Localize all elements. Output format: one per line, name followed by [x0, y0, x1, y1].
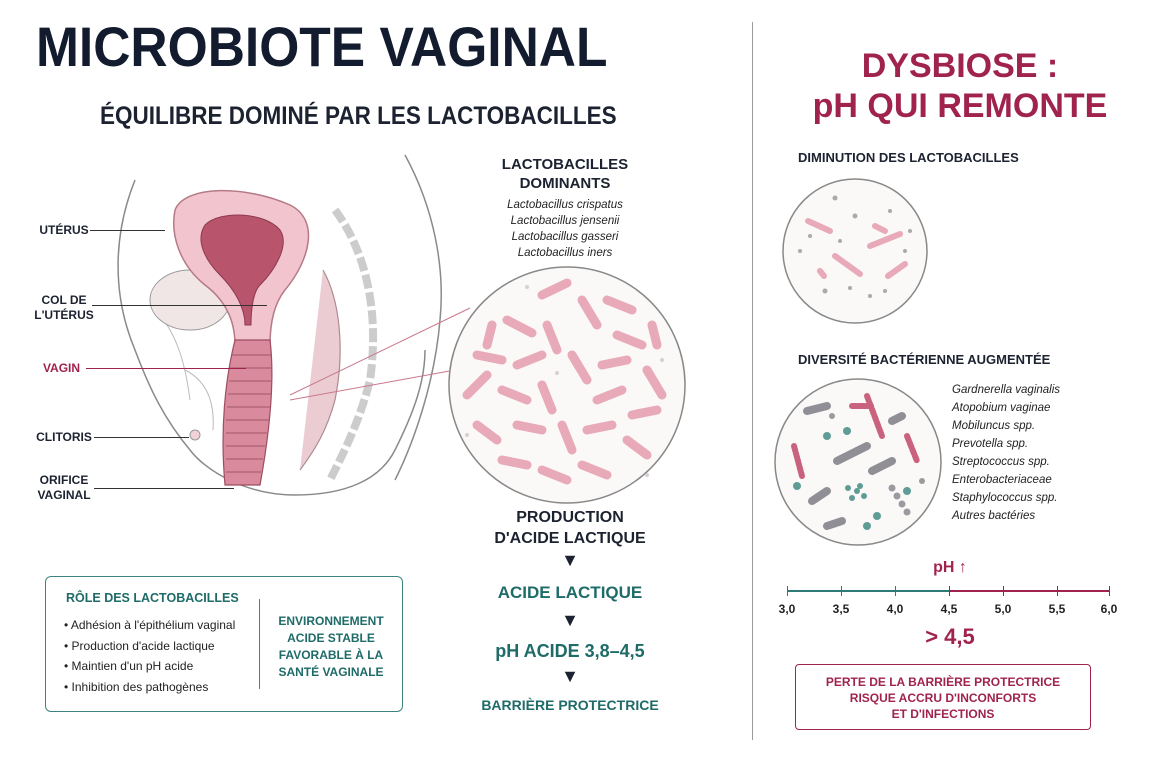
role-list: • Adhésion à l'épithélium vaginal • Prod… [64, 615, 235, 697]
dominant-title-line-1: LACTOBACILLES [501, 156, 629, 173]
ph-scale-high-segment [949, 590, 1110, 592]
section-divider [752, 22, 753, 740]
dysbiosis-species: Staphylococcus spp. [952, 492, 1058, 504]
dominant-title: LACTOBACILLES DOMINANTS [470, 155, 660, 193]
ph-tick [895, 586, 896, 596]
ph-tick-label: 5,0 [994, 602, 1012, 616]
dominant-species-list: Lactobacillus crispatus Lactobacillus je… [470, 197, 660, 261]
role-item: • Inhibition des pathogènes [64, 679, 209, 694]
alert-text: PERTE DE LA BARRIÈRE PROTECTRICE RISQUE … [796, 674, 1090, 722]
dysbiosis-species: Atopobium vaginae [952, 402, 1051, 414]
dysbiosis-species: Autres bactéries [952, 510, 1036, 522]
label-vagina: VAGIN [42, 361, 81, 375]
lactobacilli-microscope-view [448, 266, 686, 504]
ph-up-label: pH ↑ [933, 559, 967, 576]
anatomy-illustration [117, 154, 442, 496]
environment-line: SANTÉ VAGINALE [278, 665, 384, 679]
lactic-acid: ACIDE LACTIQUE [497, 583, 643, 602]
dysbiosis-species: Streptococcus spp. [952, 456, 1050, 468]
ph-scale-acid-segment [787, 590, 949, 592]
role-box: RÔLE DES LACTOBACILLES • Adhésion à l'ép… [45, 576, 403, 712]
ph-tick-label: 4,5 [940, 602, 958, 616]
dysbiosis-species: Enterobacteriaceae [952, 474, 1052, 486]
dominant-species: Lactobacillus iners [517, 247, 613, 259]
arrow-down-icon: ▼ [561, 610, 579, 630]
ph-tick [1057, 586, 1058, 596]
environment-line: ACIDE STABLE [287, 631, 375, 645]
alert-box: PERTE DE LA BARRIÈRE PROTECTRICE RISQUE … [795, 664, 1091, 730]
ph-tick [787, 586, 788, 596]
production-line-2: D'ACIDE LACTIQUE [494, 530, 646, 547]
ph-tick-label: 5,5 [1048, 602, 1066, 616]
role-item: • Production d'acide lactique [64, 638, 215, 653]
leader-orifice [94, 488, 234, 489]
leader-cervix [92, 305, 267, 306]
dysbiosis-title-line-2: pH QUI REMONTE [812, 87, 1108, 125]
production-line-1: PRODUCTION [516, 509, 624, 526]
role-item: • Adhésion à l'épithélium vaginal [64, 618, 236, 632]
dysbiosis-title: DYSBIOSE : pH QUI REMONTE [790, 46, 1130, 126]
label-orifice-1: ORIFICE [39, 473, 89, 487]
environment-line: ENVIRONNEMENT [278, 614, 384, 628]
subtitle: ÉQUILIBRE DOMINÉ PAR LES LACTOBACILLES [100, 102, 617, 130]
ph-tick [1109, 586, 1110, 596]
ph-tick-label: 4,0 [886, 602, 904, 616]
label-cervix-2: L'UTÉRUS [34, 308, 94, 322]
leader-uterus [90, 230, 165, 231]
role-item: • Maintien d'un pH acide [64, 659, 194, 673]
main-title: MICROBIOTE VAGINAL [36, 15, 608, 78]
label-cervix-1: COL DE [41, 293, 87, 307]
alert-line: ET D'INFECTIONS [891, 707, 995, 721]
role-divider [259, 599, 260, 689]
dysbiosis-species: Mobiluncus spp. [952, 420, 1036, 432]
dominant-species: Lactobacillus gasseri [511, 231, 619, 243]
ph-tick-label: 3,5 [832, 602, 850, 616]
dysbiosis-title-line-1: DYSBIOSE : [861, 47, 1059, 85]
acid-ph: pH ACIDE 3,8–4,5 [495, 641, 645, 661]
ph-tick-label: 3,0 [778, 602, 796, 616]
arrow-down-icon: ▼ [561, 666, 579, 686]
leader-clitoris [94, 437, 189, 438]
role-title: RÔLE DES LACTOBACILLES [66, 591, 239, 605]
diversity-heading: DIVERSITÉ BACTÉRIENNE AUGMENTÉE [798, 352, 1051, 367]
ph-tick [1003, 586, 1004, 596]
production-title: PRODUCTION D'ACIDE LACTIQUE [470, 507, 670, 549]
environment-line: FAVORABLE À LA [278, 648, 384, 662]
decrease-heading: DIMINUTION DES LACTOBACILLES [798, 150, 1019, 165]
arrow-down-icon: ▼ [561, 550, 579, 570]
dysbiosis-microscope-view [774, 378, 942, 546]
dominant-species: Lactobacillus jensenii [510, 215, 620, 227]
zoom-connector [289, 307, 471, 401]
dysbiosis-species: Gardnerella vaginalis [952, 384, 1061, 396]
dominant-title-line-2: DOMINANTS [519, 175, 611, 192]
label-uterus: UTÉRUS [39, 223, 89, 237]
decreased-lactobacilli-view [782, 178, 928, 324]
label-orifice-2: VAGINAL [37, 488, 91, 502]
ph-tick-label: 6,0 [1100, 602, 1118, 616]
dysbiosis-species-list: Gardnerella vaginalis Atopobium vaginae … [952, 381, 1132, 525]
ph-tick [841, 586, 842, 596]
alert-line: RISQUE ACCRU D'INCONFORTS [849, 691, 1037, 705]
ph-tick [949, 586, 950, 596]
ph-threshold: > 4,5 [925, 624, 975, 649]
alert-line: PERTE DE LA BARRIÈRE PROTECTRICE [825, 675, 1061, 689]
label-clitoris: CLITORIS [36, 430, 92, 444]
leader-vagina [86, 368, 246, 369]
dominant-species: Lactobacillus crispatus [507, 199, 623, 211]
environment-text: ENVIRONNEMENT ACIDE STABLE FAVORABLE À L… [268, 613, 394, 681]
dysbiosis-species: Prevotella spp. [952, 438, 1029, 450]
protective-barrier: BARRIÈRE PROTECTRICE [481, 697, 659, 713]
